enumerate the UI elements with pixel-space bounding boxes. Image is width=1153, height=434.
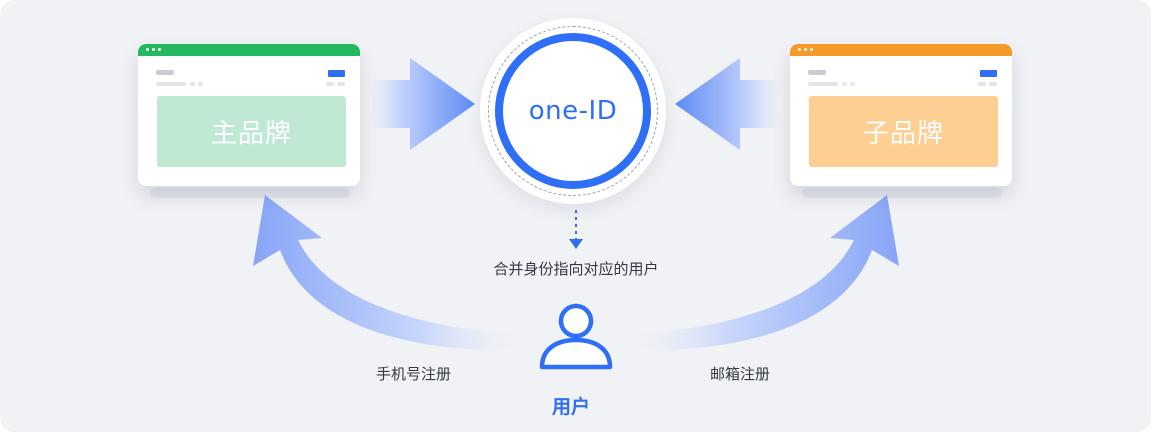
right-inbound-arrow [675,58,790,150]
sub-brand-label: 子品牌 [809,96,998,167]
one-id-node: one-ID [480,18,666,204]
user-icon [539,303,613,370]
left-inbound-arrow [360,58,475,150]
card-accent-mark [980,70,997,77]
main-brand-card: 主品牌 [138,44,360,186]
window-dots [798,48,813,51]
main-brand-label: 主品牌 [157,96,346,167]
card-titlebar [790,44,1012,56]
left-curve-arrow [253,195,530,351]
one-id-ring: one-ID [495,33,651,189]
card-right-shadow [802,188,1002,198]
one-id-label: one-ID [528,96,618,126]
window-dots [146,48,161,51]
card-accent-mark [328,70,345,77]
one-id-dashed-ring [488,26,658,196]
card-titlebar [138,44,360,56]
card-left-shadow [150,188,350,198]
email-registration-label: 邮箱注册 [710,365,771,383]
sub-brand-card: 子品牌 [790,44,1012,186]
right-curve-arrow [622,195,899,351]
phone-registration-label: 手机号注册 [376,365,452,383]
user-label: 用户 [552,396,591,418]
merge-arrowhead [569,239,583,249]
merge-caption: 合并身份指向对应的用户 [493,260,659,278]
